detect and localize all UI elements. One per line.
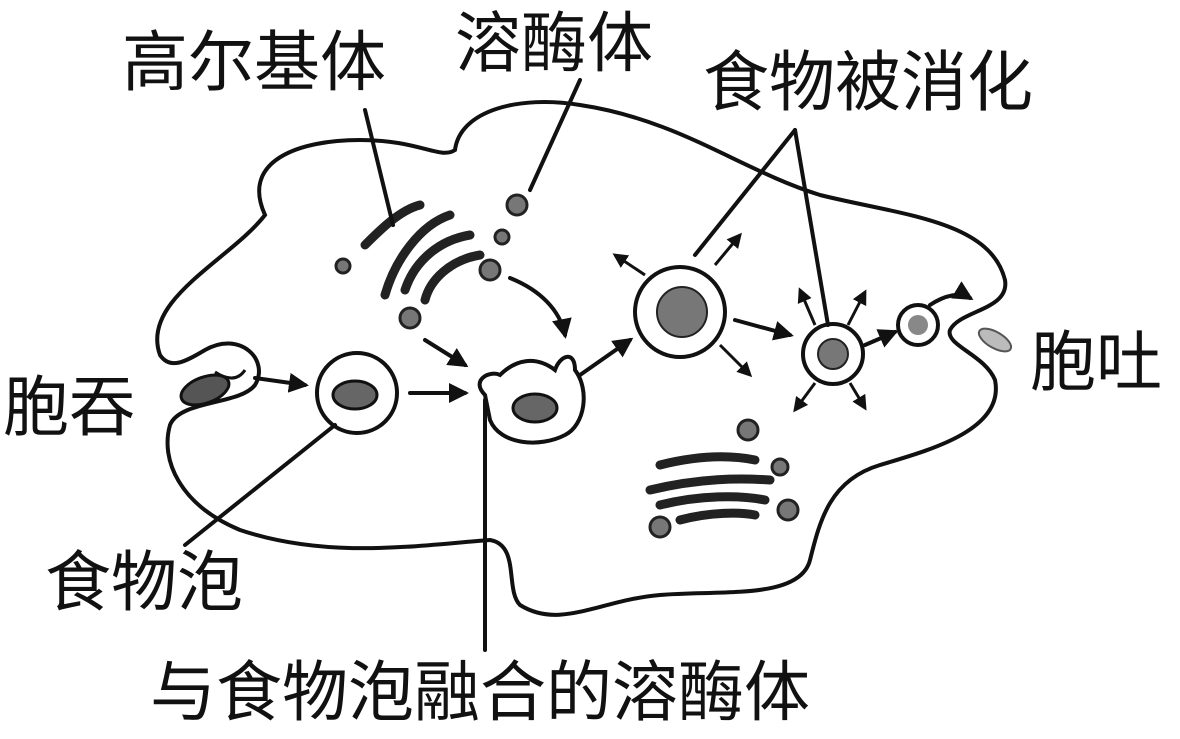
process-arrows [253,276,974,403]
ingested-food [179,373,231,407]
fused-vacuole [477,354,586,445]
label-exocytosis: 胞吐 [1030,324,1162,401]
food-particle [511,392,559,424]
food-strand [214,369,247,380]
label-golgi: 高尔基体 [122,24,386,101]
golgi-apparatus-1 [360,200,485,305]
food-particle [331,379,379,411]
label-fused-lysosome: 与食物泡融合的溶酶体 [150,654,810,731]
residual-vacuole [896,303,940,347]
residue [908,315,928,335]
label-endocytosis: 胞吞 [3,369,135,446]
label-digested: 食物被消化 [703,44,1033,121]
exocytosed-residue [977,327,1013,353]
cell-membrane [155,100,1008,617]
leader-lines [183,78,830,652]
digested-food [656,286,708,338]
digesting-vacuole-large [633,265,727,359]
digestion-product-arrows [612,232,867,413]
golgi-apparatus-2 [645,452,775,525]
label-food-vacuole: 食物泡 [45,544,243,621]
label-lysosome: 溶酶体 [455,5,653,82]
digested-food [817,338,849,370]
digesting-vacuole-small [801,322,865,386]
food-vacuole [315,351,399,435]
lysosomes [334,193,800,539]
